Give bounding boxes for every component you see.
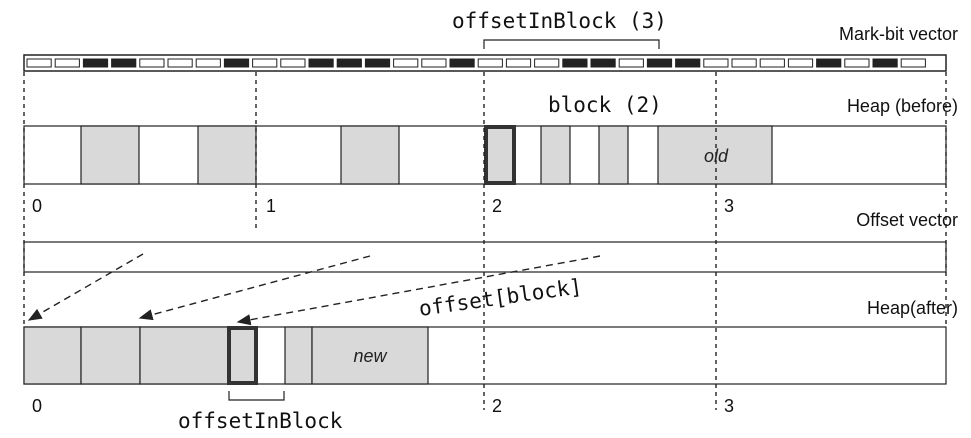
heap-before-old-object — [657, 125, 773, 185]
heap-after-new-object — [311, 326, 429, 385]
block-number-after-2: 2 — [492, 396, 502, 416]
heap-before-object — [598, 125, 629, 185]
mark-bit-cell — [111, 58, 137, 68]
mark-bit-cell — [223, 58, 250, 68]
mark-bit-cell — [167, 58, 193, 68]
mark-bit-cell — [703, 58, 729, 68]
mark-bit-cell — [252, 58, 278, 68]
relocation-arrows — [27, 253, 601, 326]
relocation-arrow — [27, 253, 144, 321]
mark-bit-cell — [505, 58, 532, 68]
mark-bit-cell — [759, 58, 785, 68]
block-number-after-3: 3 — [724, 396, 734, 416]
heap-before — [23, 125, 947, 185]
offset-vector-box — [23, 241, 947, 273]
heap-before-label: Heap (before) — [847, 96, 958, 116]
mark-bit-cell — [675, 58, 701, 68]
old-label: old — [704, 146, 729, 166]
mark-bit-cell — [364, 58, 391, 68]
heap-after — [23, 326, 947, 385]
mark-bit-vector-label: Mark-bit vector — [839, 24, 958, 44]
block-number-3: 3 — [724, 196, 734, 216]
mark-bit-cell — [872, 58, 898, 68]
mark-bits — [26, 58, 926, 68]
mark-bit-cell — [308, 58, 334, 68]
mark-bit-cell — [534, 58, 560, 68]
block-number-after-0: 0 — [32, 396, 42, 416]
mark-bit-vector — [23, 54, 947, 72]
mark-bit-cell — [421, 58, 447, 68]
heap-before-selected-object — [484, 125, 516, 185]
mark-bit-cell — [54, 58, 80, 68]
mark-bit-cell — [393, 58, 419, 68]
heap-after-object — [284, 326, 313, 385]
block-number-2: 2 — [492, 196, 502, 216]
mark-bit-cell — [449, 58, 475, 68]
block-boundaries — [23, 72, 947, 410]
mark-bit-cell — [280, 58, 306, 68]
heap-before-object — [340, 125, 400, 185]
heap-after-label: Heap(after) — [867, 298, 958, 318]
heap-before-object — [540, 125, 571, 185]
mark-bit-cell — [26, 58, 52, 68]
mark-bit-cell — [816, 58, 842, 68]
new-label: new — [353, 346, 387, 366]
block-number-1: 1 — [266, 196, 276, 216]
mark-bit-cell — [787, 58, 814, 68]
block-number-0: 0 — [32, 196, 42, 216]
heap-after-object — [23, 326, 82, 385]
offset-in-block-bottom-bracket — [228, 391, 285, 401]
heap-after-selected-object — [227, 326, 258, 385]
mark-bit-cell — [844, 58, 870, 68]
mark-bit-cell — [646, 58, 673, 68]
relocation-arrow — [236, 255, 601, 326]
offset-vector-label: Offset vector — [856, 210, 958, 230]
mark-bit-cell — [618, 58, 644, 68]
mark-bit-cell — [562, 58, 588, 68]
offset-in-block-top-label: offsetInBlock (3) — [452, 9, 667, 33]
relocation-arrow — [138, 255, 371, 321]
heap-after-object — [80, 326, 141, 385]
mark-bit-cell — [139, 58, 165, 68]
heap-after-object — [139, 326, 229, 385]
mark-bit-cell — [590, 58, 616, 68]
offset-in-block-top-bracket — [483, 39, 660, 49]
heap-before-object — [80, 125, 140, 185]
mark-bit-cell — [731, 58, 757, 68]
block-label: block (2) — [548, 93, 662, 117]
mark-bit-cell — [195, 58, 221, 68]
offset-block-label: offset[block] — [417, 274, 583, 321]
mark-bit-cell — [82, 58, 109, 68]
mark-bit-cell — [477, 58, 503, 68]
heap-before-object — [197, 125, 257, 185]
mark-bit-cell — [900, 58, 926, 68]
offset-in-block-bottom-label: offsetInBlock — [178, 409, 343, 433]
mark-bit-cell — [336, 58, 362, 68]
